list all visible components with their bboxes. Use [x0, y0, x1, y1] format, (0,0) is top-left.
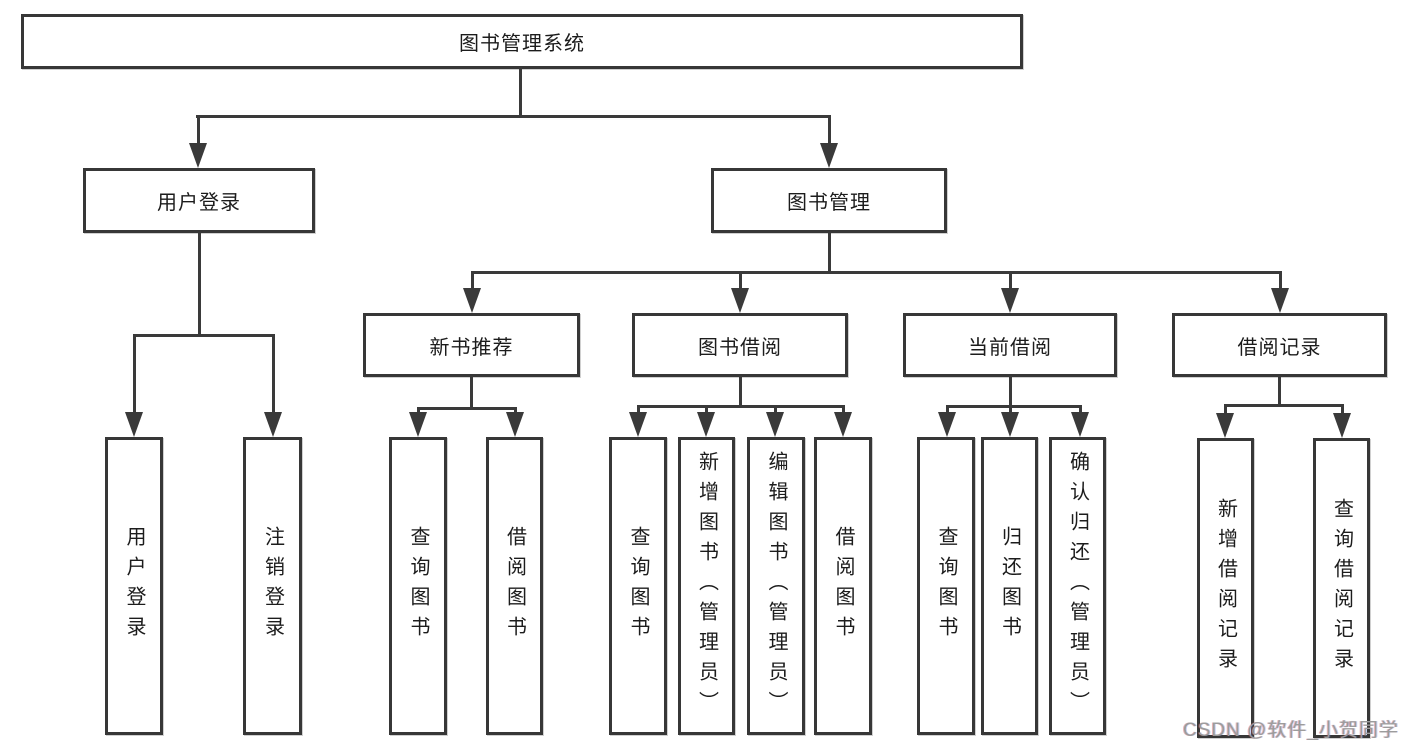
arrowhead-down-icon [1333, 413, 1351, 438]
leaf-label: 注销登录 [261, 526, 284, 646]
node-new-book-recommendation: 新书推荐 [363, 313, 580, 377]
leaf-edit-book-admin: 编辑图书（管理员） [747, 437, 805, 735]
node-label: 图书管理系统 [459, 33, 585, 55]
arrowhead-down-icon [820, 143, 838, 168]
leaf-search-books-current: 查询图书 [917, 437, 975, 735]
connector-line [519, 67, 522, 118]
connector-line [196, 115, 831, 118]
connector-line [738, 376, 742, 408]
arrowhead-down-icon [1001, 288, 1019, 313]
arrowhead-down-icon [766, 412, 784, 437]
arrowhead-down-icon [463, 288, 481, 313]
node-borrowing-records: 借阅记录 [1172, 313, 1387, 377]
connector-line [271, 334, 275, 417]
arrowhead-down-icon [938, 412, 956, 437]
arrowhead-down-icon [1071, 412, 1089, 437]
connector-line [827, 115, 831, 146]
arrowhead-down-icon [506, 412, 524, 437]
connector-line [196, 115, 200, 146]
arrowhead-down-icon [264, 412, 282, 437]
node-current-borrowing: 当前借阅 [903, 313, 1117, 377]
leaf-confirm-return-admin: 确认归还（管理员） [1049, 437, 1106, 735]
node-book-management: 图书管理 [711, 168, 947, 233]
connector-line [1278, 271, 1282, 293]
leaf-label: 查询图书 [935, 526, 957, 646]
connector-line [827, 232, 831, 274]
connector-line [470, 271, 474, 293]
connector-line [197, 232, 201, 337]
leaf-label: 借阅图书 [503, 526, 526, 646]
leaf-search-borrow-record: 查询借阅记录 [1313, 438, 1370, 738]
leaf-borrow-books: 借阅图书 [814, 437, 872, 735]
node-label: 新书推荐 [429, 336, 514, 359]
connector-line [841, 405, 845, 417]
arrowhead-down-icon [629, 412, 647, 437]
leaf-add-borrow-record: 新增借阅记录 [1197, 438, 1254, 738]
leaf-label: 新增借阅记录 [1214, 498, 1237, 678]
connector-line [636, 405, 640, 417]
leaf-label: 查询借阅记录 [1330, 498, 1353, 678]
node-library-management-system: 图书管理系统 [21, 14, 1023, 69]
leaf-label: 查询图书 [627, 526, 649, 646]
arrowhead-down-icon [125, 412, 143, 437]
arrowhead-down-icon [409, 412, 427, 437]
connector-line [1008, 376, 1012, 408]
node-book-borrowing: 图书借阅 [632, 313, 848, 377]
leaf-add-book-admin: 新增图书（管理员） [678, 437, 735, 735]
leaf-label: 查询图书 [407, 526, 429, 646]
connector-line [1008, 405, 1012, 417]
connector-line [636, 405, 845, 408]
node-label: 当前借阅 [968, 336, 1052, 359]
connector-line [132, 334, 136, 417]
connector-line [1223, 404, 1344, 407]
connector-line [132, 334, 275, 337]
leaf-label: 确认归还（管理员） [1066, 451, 1089, 721]
connector-line [945, 405, 1082, 408]
leaf-label: 编辑图书（管理员） [765, 451, 787, 721]
leaf-label: 借阅图书 [832, 526, 854, 646]
arrowhead-down-icon [834, 412, 852, 437]
leaf-return-books: 归还图书 [981, 437, 1038, 735]
arrowhead-down-icon [1271, 288, 1289, 313]
arrowhead-down-icon [1001, 412, 1019, 437]
arrowhead-down-icon [697, 412, 715, 437]
connector-line [945, 405, 949, 417]
connector-line [1078, 405, 1082, 417]
node-label: 用户登录 [157, 192, 241, 214]
connector-line [738, 271, 742, 293]
leaf-logout: 注销登录 [243, 437, 302, 735]
node-label: 借阅记录 [1237, 336, 1322, 359]
leaf-borrow-books-recommend: 借阅图书 [486, 437, 543, 735]
node-user-login: 用户登录 [83, 168, 315, 233]
leaf-search-books-recommend: 查询图书 [389, 437, 447, 735]
arrowhead-down-icon [1216, 413, 1234, 438]
connector-line [1277, 376, 1281, 407]
connector-line [470, 271, 1282, 274]
leaf-label: 归还图书 [998, 526, 1021, 646]
arrowhead-down-icon [189, 143, 207, 168]
csdn-watermark: CSDN @软件_小贺同学 [1183, 720, 1399, 741]
connector-line [416, 407, 517, 410]
connector-line [1223, 404, 1227, 416]
leaf-search-books-borrow: 查询图书 [609, 437, 667, 735]
node-label: 图书借阅 [698, 336, 782, 359]
leaf-label: 新增图书（管理员） [695, 451, 718, 721]
connector-line [773, 405, 777, 417]
leaf-user-login: 用户登录 [105, 437, 163, 735]
node-label: 图书管理 [787, 192, 871, 214]
connector-line [1008, 271, 1012, 293]
arrowhead-down-icon [731, 288, 749, 313]
connector-line [1340, 404, 1344, 416]
leaf-label: 用户登录 [123, 526, 145, 646]
connector-line [470, 376, 473, 410]
connector-line [704, 405, 708, 417]
